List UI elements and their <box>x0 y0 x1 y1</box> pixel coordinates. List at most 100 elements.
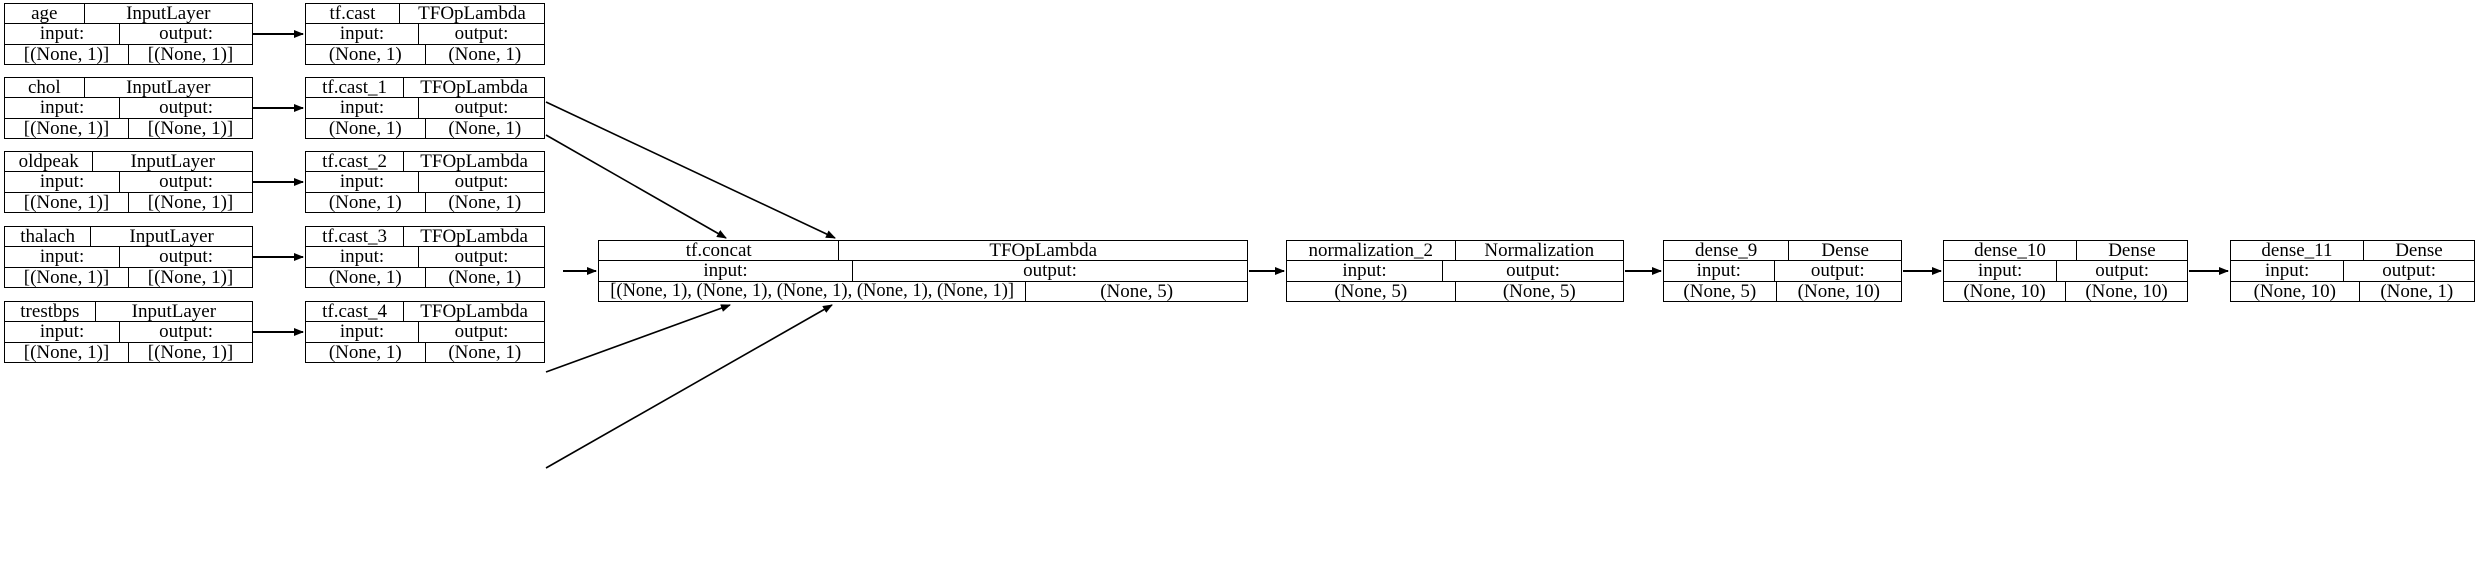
node-title-row: dense_10 Dense <box>1944 241 2187 262</box>
output-label: output: <box>1810 261 1865 281</box>
node-shape-row: (None, 10) (None, 1) <box>2231 281 2474 301</box>
input-label: input: <box>5 172 121 192</box>
edge-tf_cast-to-tf_concat <box>545 101 836 239</box>
node-class: InputLayer <box>130 152 215 172</box>
input-shape: [(None, 1)] <box>5 192 129 212</box>
node-name: tf.cast_2 <box>306 152 405 172</box>
node-name: normalization_2 <box>1287 241 1456 261</box>
node-class: TFOpLambda <box>420 302 528 322</box>
node-name: dense_9 <box>1664 241 1790 261</box>
output-label: output: <box>159 98 213 118</box>
output-label: output: <box>159 322 213 342</box>
node-title-row: dense_11 Dense <box>2231 241 2474 262</box>
node-shape-row: [(None, 1)][(None, 1)] <box>5 192 252 212</box>
node-class: Dense <box>1821 241 1869 261</box>
node-shape-row: (None, 1) (None, 1) <box>306 342 544 362</box>
output-shape: (None, 1) <box>2380 281 2454 301</box>
node-io-row: input:output: <box>306 24 544 45</box>
output-shape: (None, 1) <box>448 342 522 362</box>
node-io-row: input: output: <box>1944 261 2187 282</box>
node-class: Normalization <box>1484 241 1595 261</box>
output-label: output: <box>2095 261 2150 281</box>
node-name: trestbps <box>5 302 96 322</box>
output-label: output: <box>159 247 213 267</box>
node-title-row: tf.cast_3 TFOpLambda <box>306 227 544 248</box>
node-io-row: input:output: <box>306 172 544 193</box>
node-io-row: input: output: <box>5 24 252 45</box>
node-io-row: input:output: <box>306 247 544 268</box>
node-name: dense_10 <box>1944 241 2077 261</box>
node-name: tf.cast_1 <box>306 78 405 98</box>
input-shape: (None, 1) <box>306 267 426 287</box>
output-shape: (None, 1) <box>448 267 522 287</box>
node-class: Dense <box>2395 241 2443 261</box>
input-label: input: <box>1944 261 2058 281</box>
input-label: input: <box>1287 261 1444 281</box>
node-class: InputLayer <box>131 302 217 322</box>
output-shape: (None, 10) <box>2085 281 2168 301</box>
output-shape: (None, 1) <box>448 118 522 138</box>
node-io-row: input: output: <box>5 98 252 119</box>
node-shape-row: (None, 5)(None, 5) <box>1287 281 1623 301</box>
output-label: output: <box>2382 261 2437 281</box>
node-title-row: dense_9 Dense <box>1664 241 1901 262</box>
node-class: TFOpLambda <box>420 227 528 247</box>
input-shape: (None, 1) <box>306 342 426 362</box>
node-name: dense_11 <box>2231 241 2364 261</box>
output-label: output: <box>454 24 509 44</box>
node-shape-row: [(None, 1)][(None, 1)] <box>5 267 252 287</box>
node-shape-row: (None, 1) (None, 1) <box>306 267 544 287</box>
output-shape: [(None, 1)] <box>147 267 234 287</box>
output-label: output: <box>159 172 213 192</box>
node-io-row: input:output: <box>306 98 544 119</box>
input-label: input: <box>5 24 121 44</box>
node-shape-row: (None, 1)(None, 1) <box>306 118 544 138</box>
node-io-row: input:output: <box>599 261 1247 282</box>
output-shape: (None, 5) <box>1502 281 1576 301</box>
node-normalization_2[interactable]: normalization_2 Normalization input: output… <box>1286 240 1624 302</box>
node-shape-row: [(None, 1)][(None, 1)] <box>5 342 252 362</box>
node-title-row: normalization_2 Normalization <box>1287 241 1623 262</box>
output-label: output: <box>454 98 509 118</box>
output-label: output: <box>1506 261 1560 281</box>
output-label: output: <box>454 172 509 192</box>
output-label: output: <box>159 24 213 44</box>
output-shape: (None, 1) <box>448 192 522 212</box>
edge-tf_cast_1-to-tf_concat <box>545 134 727 239</box>
input-shape: (None, 10) <box>2231 281 2360 301</box>
input-label: input: <box>599 261 854 281</box>
node-name: tf.cast_3 <box>306 227 405 247</box>
node-name: tf.cast <box>306 4 400 24</box>
input-shape: (None, 10) <box>1944 281 2066 301</box>
node-name: thalach <box>5 227 92 247</box>
node-class: Dense <box>2108 241 2156 261</box>
output-shape: [(None, 1)] <box>147 342 234 362</box>
node-shape-row: [(None, 1)][(None, 1)] <box>5 44 252 64</box>
node-title-row: trestbps InputLayer <box>5 302 252 323</box>
node-io-row: input:output: <box>2231 261 2474 282</box>
input-label: input: <box>5 247 121 267</box>
input-label: input: <box>5 98 121 118</box>
node-name: oldpeak <box>5 152 94 172</box>
